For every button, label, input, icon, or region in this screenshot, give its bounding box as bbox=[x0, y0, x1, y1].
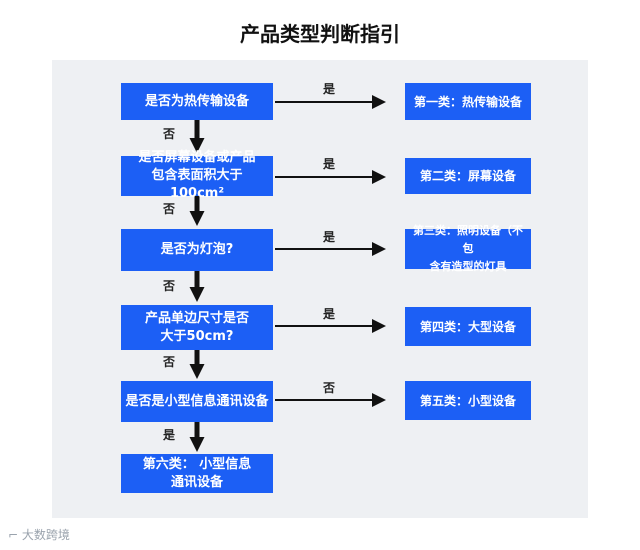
category-box-5: 第五类：小型设备 bbox=[405, 381, 531, 420]
category-box-3: 第三类：照明设备（不包 含有造型的灯具 bbox=[405, 224, 531, 273]
watermark: ⌐ 大数跨境 bbox=[8, 528, 70, 542]
category-box-1: 第一类：热传输设备 bbox=[405, 83, 531, 120]
category-box-4: 第四类：大型设备 bbox=[405, 307, 531, 346]
arrow-label-down-3: 否 bbox=[163, 279, 176, 293]
final-box-6: 第六类： 小型信息 通讯设备 bbox=[121, 454, 273, 493]
arrow-label-down-5: 是 bbox=[163, 428, 176, 442]
page-title: 产品类型判断指引 bbox=[240, 22, 400, 46]
arrow-label-yes-4: 是 bbox=[323, 307, 336, 321]
diagram-panel bbox=[52, 60, 588, 518]
arrow-label-yes-3: 是 bbox=[323, 230, 336, 244]
decision-box-3: 是否为灯泡? bbox=[121, 229, 273, 271]
decision-box-2: 是否屏幕设备或产品 包含表面积大于100cm² bbox=[121, 150, 273, 201]
arrow-label-yes-2: 是 bbox=[323, 157, 336, 171]
decision-box-4: 产品单边尺寸是否 大于50cm? bbox=[121, 305, 273, 350]
arrow-label-down-4: 否 bbox=[163, 355, 176, 369]
arrow-label-no-5: 否 bbox=[323, 381, 336, 395]
arrow-label-down-1: 否 bbox=[163, 127, 176, 141]
arrow-label-down-2: 否 bbox=[163, 202, 176, 216]
decision-box-5: 是否是小型信息通讯设备 bbox=[121, 381, 273, 422]
category-box-2: 第二类：屏幕设备 bbox=[405, 158, 531, 194]
decision-box-1: 是否为热传输设备 bbox=[121, 83, 273, 120]
arrow-label-yes-1: 是 bbox=[323, 82, 336, 96]
